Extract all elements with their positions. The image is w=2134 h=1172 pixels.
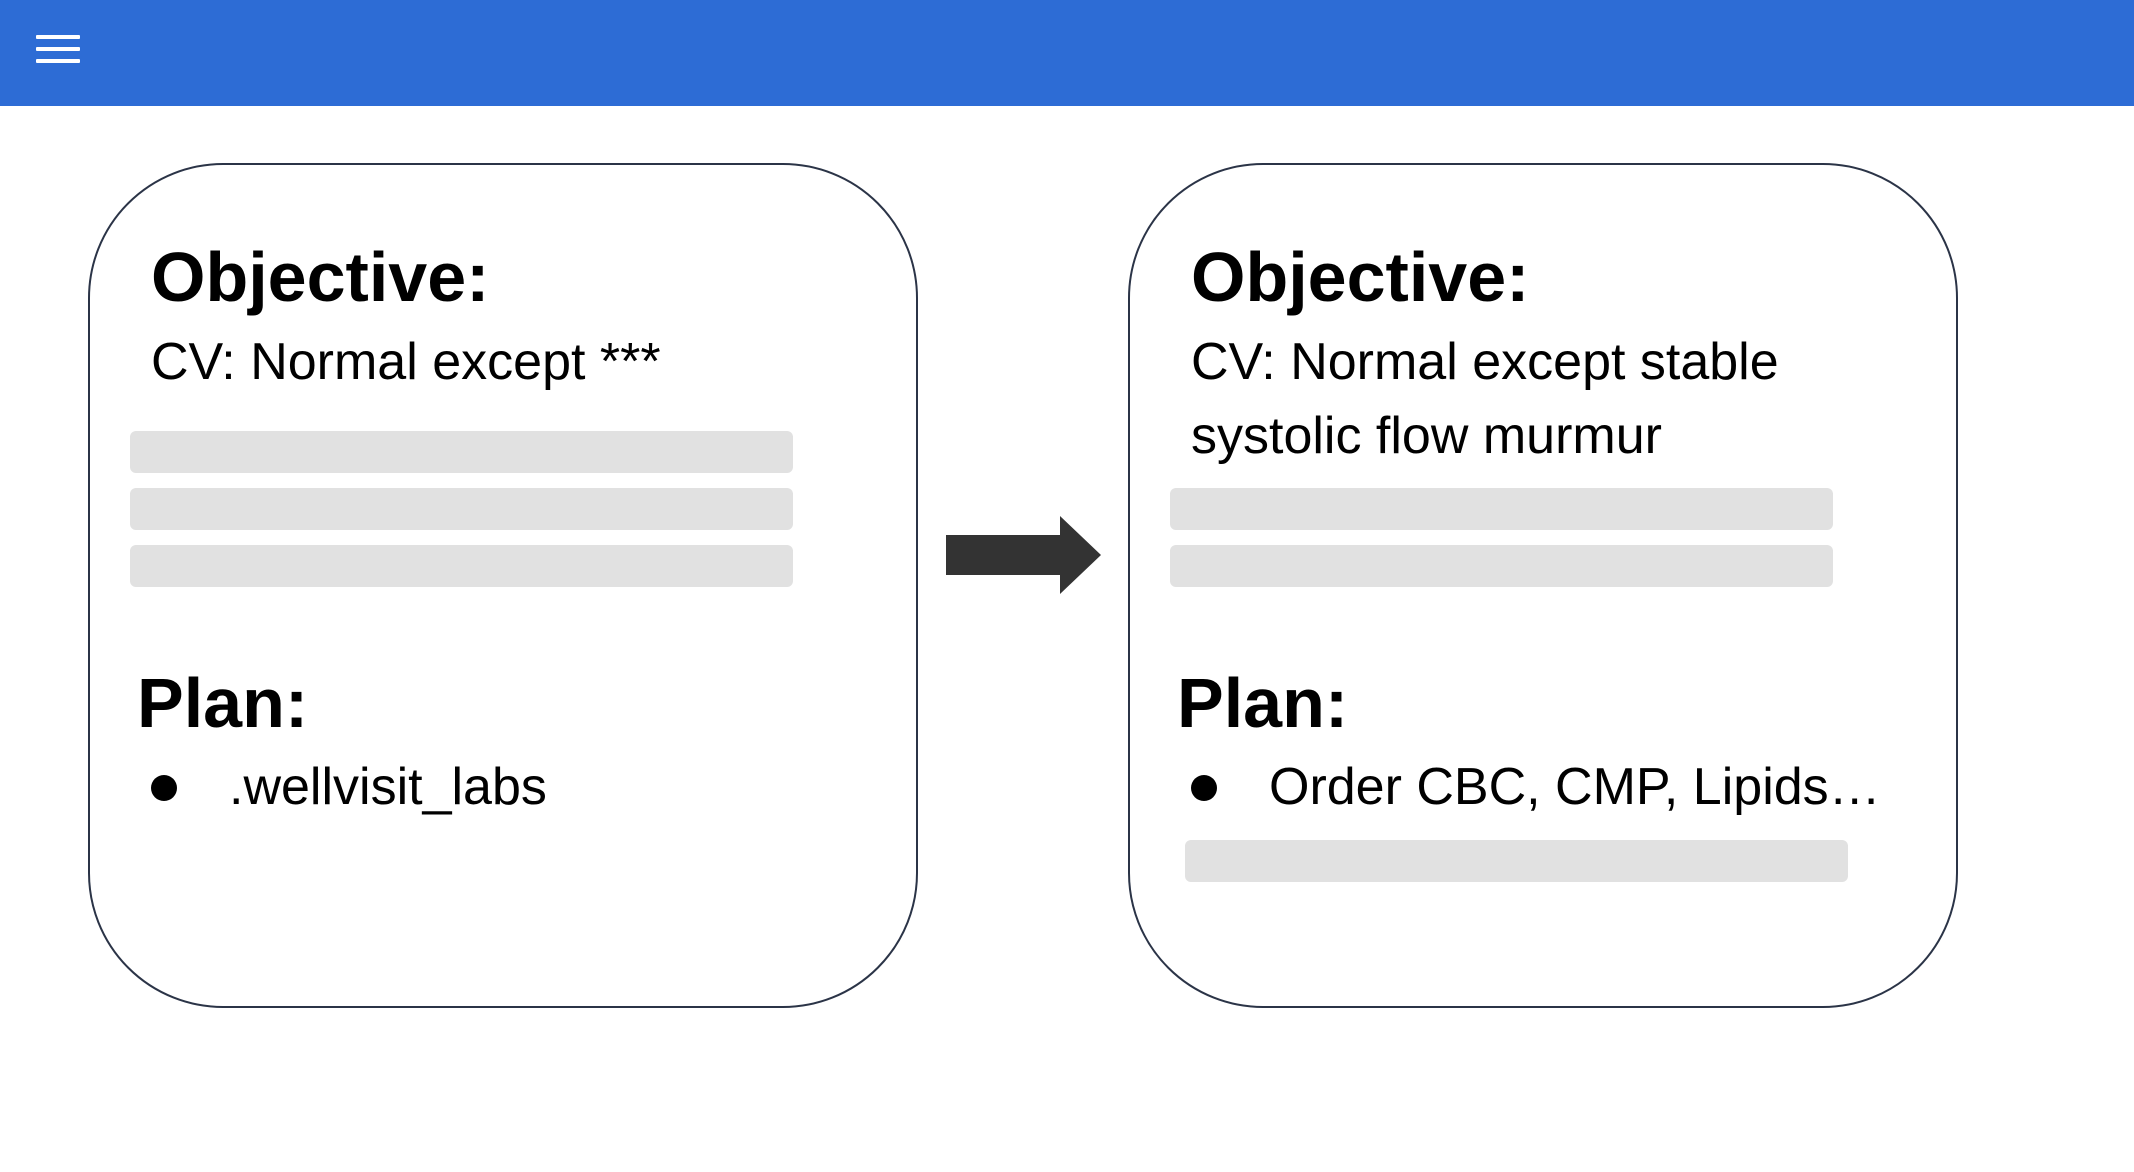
text-placeholder-bar [1170,488,1833,530]
objective-heading: Objective: [151,238,490,316]
text-placeholder-bar [130,431,793,473]
note-card-before: Objective: CV: Normal except *** Plan: .… [88,163,918,1008]
text-placeholder-bar [1170,545,1833,587]
objective-text-line-2: systolic flow murmur [1191,407,1662,465]
plan-item: .wellvisit_labs [229,758,547,816]
menu-icon-line [36,59,80,63]
plan-heading: Plan: [1177,664,1349,742]
text-placeholder-bar [130,488,793,530]
hamburger-menu-icon[interactable] [36,32,80,68]
plan-heading: Plan: [137,664,309,742]
note-card-after: Objective: CV: Normal except stable syst… [1128,163,1958,1008]
right-arrow-icon [946,516,1101,594]
objective-text-line-1: CV: Normal except stable [1191,333,1779,391]
text-placeholder-bar [130,545,793,587]
objective-heading: Objective: [1191,238,1530,316]
top-app-bar [0,0,2134,106]
bullet-icon [151,775,177,801]
menu-icon-line [36,35,80,39]
objective-text: CV: Normal except *** [151,333,661,391]
menu-icon-line [36,47,80,51]
plan-item: Order CBC, CMP, Lipids… [1269,758,1881,816]
bullet-icon [1191,775,1217,801]
text-placeholder-bar [1185,840,1848,882]
